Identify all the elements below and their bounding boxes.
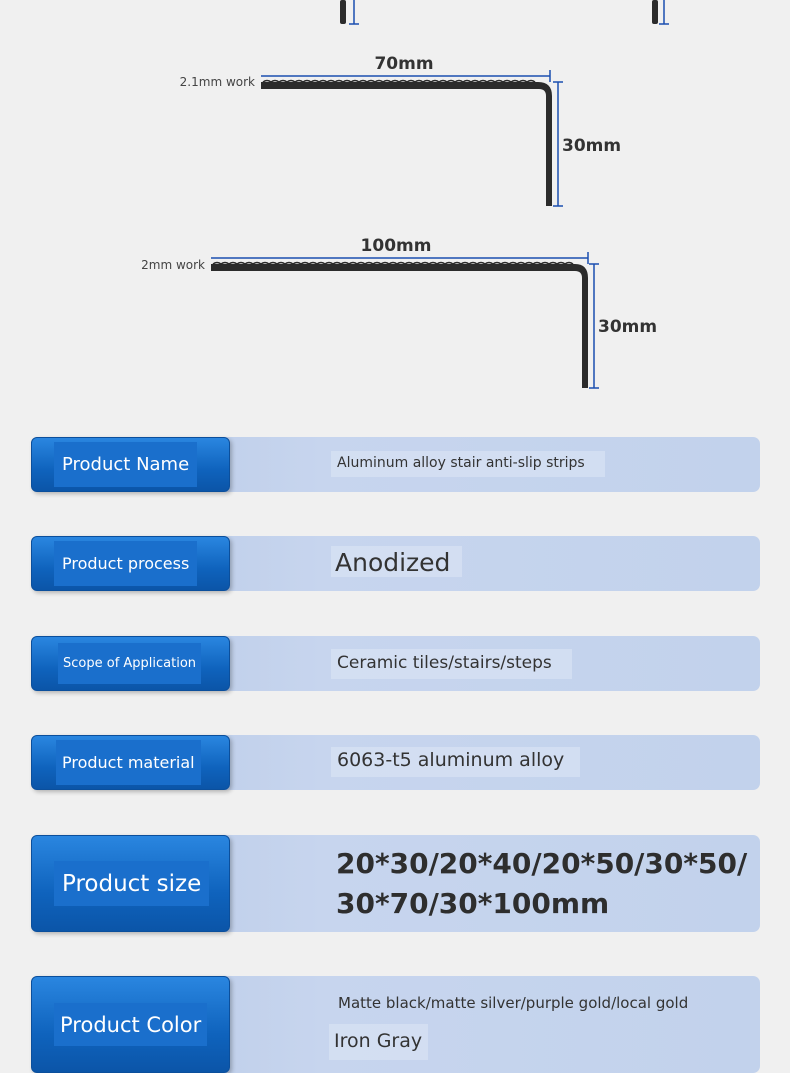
spec-value: Aluminum alloy stair anti-slip strips — [331, 451, 605, 477]
dim-width-100: 100mm — [361, 236, 432, 256]
spec-value-line1: 20*30/20*40/20*50/30*50/ — [336, 847, 748, 880]
spec-row-product-name: Product Name Aluminum alloy stair anti-s… — [31, 437, 760, 492]
dim-height-100: 30mm — [598, 317, 657, 337]
spec-value: 6063-t5 aluminum alloy — [331, 747, 581, 777]
spec-label: Product material — [56, 740, 201, 785]
spec-tag: Product process — [31, 536, 230, 591]
spec-row-product-process: Product process Anodized — [31, 536, 760, 591]
spec-value: Ceramic tiles/stairs/steps — [331, 649, 572, 679]
profile-diagrams: 70mm 2.1mm work 30mm 100mm 2mm work 30mm — [141, 0, 669, 389]
spec-tag: Product Color — [31, 976, 230, 1073]
spec-value-line2: Iron Gray — [329, 1024, 429, 1060]
dim-width-70: 70mm — [374, 54, 433, 74]
spec-row-scope: Scope of Application Ceramic tiles/stair… — [31, 636, 760, 691]
spec-row-material: Product material 6063-t5 aluminum alloy — [31, 735, 760, 790]
spec-value-line2: 30*70/30*100mm — [336, 887, 610, 920]
spec-value-line1: Matte black/matte silver/purple gold/loc… — [338, 994, 689, 1012]
spec-tag: Product Name — [31, 437, 230, 492]
top-partial-profiles — [340, 0, 669, 25]
spec-value: Anodized — [331, 546, 463, 577]
dim-height-70: 30mm — [562, 136, 621, 156]
spec-label: Product process — [54, 541, 198, 586]
spec-row-size: Product size 20*30/20*40/20*50/30*50/ 30… — [31, 835, 760, 932]
spec-tag: Scope of Application — [31, 636, 230, 691]
spec-label: Scope of Application — [58, 643, 202, 684]
work-label-70: 2.1mm work — [180, 75, 255, 89]
profile-100mm: 100mm 2mm work 30mm — [141, 236, 657, 389]
work-label-100: 2mm work — [141, 258, 205, 272]
spec-tag: Product material — [31, 735, 230, 790]
spec-label: Product Color — [54, 1003, 208, 1046]
spec-label: Product size — [54, 861, 210, 906]
spec-tag: Product size — [31, 835, 230, 932]
profile-70mm: 70mm 2.1mm work 30mm — [180, 54, 621, 207]
spec-row-color: Product Color Matte black/matte silver/p… — [31, 976, 760, 1073]
spec-label: Product Name — [54, 442, 198, 487]
